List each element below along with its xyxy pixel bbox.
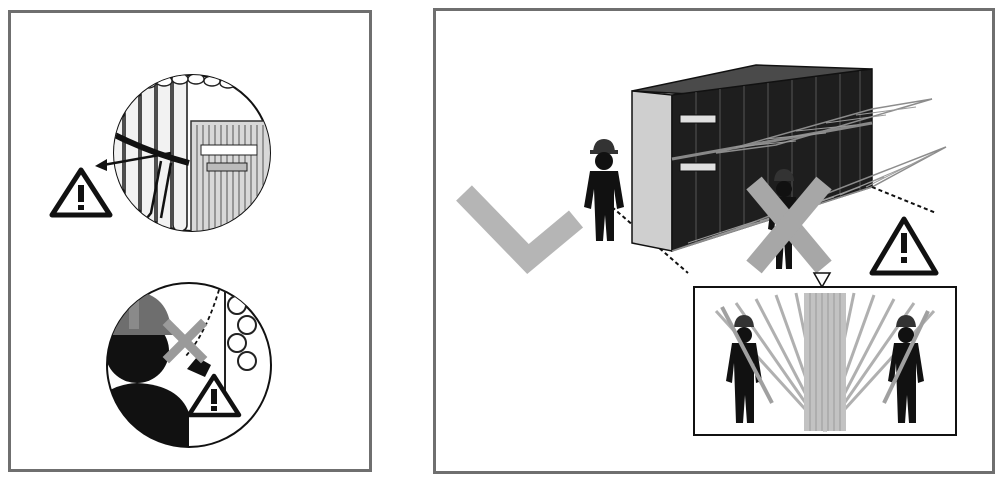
right-panel-illustration	[436, 11, 998, 477]
door-sweep-detail	[694, 287, 956, 435]
check-icon	[464, 193, 576, 259]
warning-triangle-icon	[52, 170, 110, 215]
worker-head-clearance	[93, 283, 271, 453]
hard-hat-worker-icon	[584, 139, 624, 241]
left-panel-illustration	[11, 13, 375, 475]
right-instruction-panel	[433, 8, 995, 474]
left-instruction-panel	[8, 10, 372, 472]
rack-latch-detail	[52, 71, 281, 243]
warning-triangle-icon	[872, 219, 936, 273]
